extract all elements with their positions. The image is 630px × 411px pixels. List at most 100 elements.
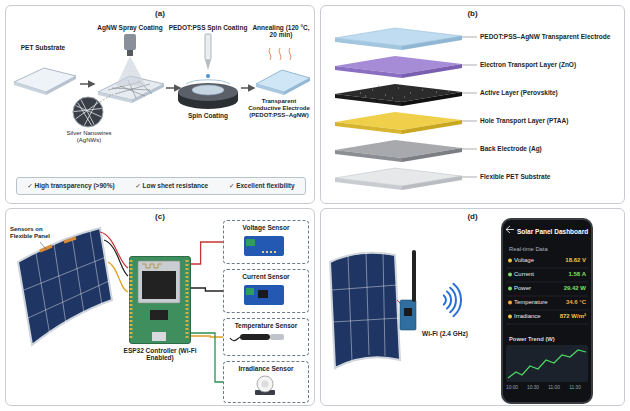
time-tick: 10:30 [522,385,544,391]
layer-side [335,178,402,190]
time-tick: 10:00 [501,385,523,391]
phone-dashboard: Solar Panel DashboardReal-time DataPower… [501,218,593,404]
wireless-board [400,300,416,330]
layer-side [402,176,462,190]
wireless-chip [404,308,412,316]
pipette-tip [205,60,211,70]
current-module [244,285,284,305]
metric-name: Irradiance [514,313,554,320]
flexible-solar-panel [330,253,400,368]
time-tick: 11:30 [564,385,586,391]
callout-leader [40,242,46,249]
panel-frame: (d)Solar Panel DashboardReal-time DataPo… [320,208,625,406]
sensor-label: Voltage Sensor [224,224,308,231]
spray-cone [116,56,146,86]
metric-value: 34.6 °C [546,299,586,306]
layer-side [402,64,462,78]
sensor-wire [191,288,223,291]
feature-item: ✓ Low sheet resistance [135,182,208,190]
panel-letter: (a) [6,9,314,18]
sensor-wire [191,336,223,337]
probe-cable [230,337,240,341]
layer-label: Active Layer (Perovskite) [480,89,622,96]
layer-side [335,66,402,78]
nanowire-strands [70,96,106,128]
step-label: Annealing (120 °C, 20 min) [250,24,312,39]
metric-name: Power [514,285,554,292]
heat-waves [269,48,291,60]
process-arrow [166,87,180,89]
process-arrow [80,83,94,85]
antenna [412,250,416,302]
photodiode [262,381,269,388]
panel-frame: (a) ✓ High transparency (>90%) ✓ Low sheet… [5,5,315,204]
leader-lines [462,37,477,177]
flexible-solar-panel [18,228,112,345]
signal-wire [108,262,128,292]
dashboard-text: Real-time Data [509,246,579,253]
feature-item: ✓ High transparency (>90%) [27,182,114,190]
terminal-block [246,239,255,246]
layer-side [402,36,462,50]
header-pins [262,251,278,253]
layer-side [335,122,402,134]
layer-label: PEDOT:PSS–AgNW Transparent Electrode [480,33,622,40]
metric-name: Temperature [514,299,554,306]
spray-nozzle [124,34,136,50]
sheet-edge [98,92,132,103]
probe-tip [270,334,284,340]
spin-motion [186,80,230,84]
layer-side [335,94,402,106]
sensor-label: Current Sensor [224,273,308,280]
controller-board: ESP32 Controller (Wi-Fi Enabled) [129,256,191,344]
dashboard-text: Power Trend (W) [509,336,579,343]
feature-checklist: ✓ High transparency (>90%) ✓ Low sheet re… [16,177,306,195]
feature-item: ✓ Excellent flexibility [229,182,295,190]
sensor-label: Temperature Sensor [224,322,308,329]
time-tick: 11:00 [543,385,565,391]
step-label: Spin Coating [178,112,238,119]
metric-name: Current [514,271,554,278]
step-label: PEDOT:PSS Spin Coating [166,24,250,31]
layer-label: Back Electrode (Ag) [480,145,622,152]
sensor-label: Irradiance Sensor [224,365,308,372]
spin-coater-top [178,83,238,101]
step-label: AgNW Spray Coating [88,24,172,31]
layer-label: Hole Transport Layer (PTAA) [480,117,622,124]
terminal-block [246,288,254,295]
temperature-probe [240,334,270,340]
sheet-edge [256,84,284,95]
perovskite-grains [360,86,449,98]
pipette [205,34,211,60]
metric-value: 1.58 A [546,271,586,278]
sensor-box: Irradiance Sensor [223,361,309,403]
sheet-edge [284,78,310,95]
layer-side [402,92,462,106]
sensor-box: Voltage Sensor [223,220,309,264]
layer-label: Flexible PET Substrate [480,173,622,180]
process-arrow [241,87,254,89]
metric-value: 29.42 W [546,285,586,292]
voltage-module [244,236,284,256]
cell-grid [332,252,399,362]
layer-side [335,150,402,162]
sheet-edge [46,76,76,95]
step-label: PET Substrate [10,44,76,51]
sensor-chip [258,290,268,298]
metric-value: 18.62 V [546,257,586,264]
irradiance-dome [257,376,273,392]
sensor-wire [191,242,223,264]
panel-letter: (b) [321,9,624,18]
wifi-signal [444,284,461,316]
layer-label: Electron Transport Layer (ZnO) [480,61,622,68]
inset-label: Silver Nanowires (AgNWs) [58,130,120,144]
metric-name: Voltage [514,257,554,264]
metric-value: 872 W/m² [546,313,586,320]
sensor-box: Current Sensor [223,269,309,313]
controller-label: ESP32 Controller (Wi-Fi Enabled) [115,347,205,362]
layer-side [402,120,462,134]
nanowire-inset [73,97,103,127]
sheet-edge [132,84,164,103]
